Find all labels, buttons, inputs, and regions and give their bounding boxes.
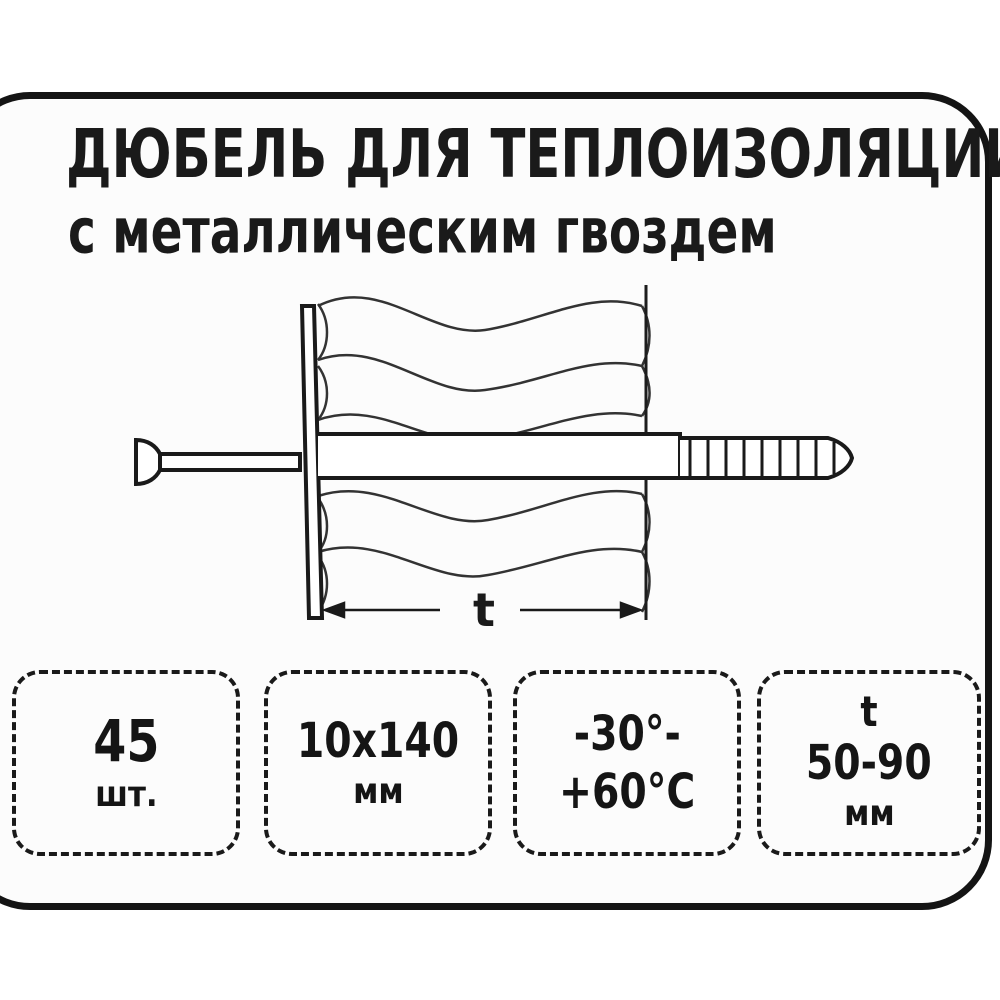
size-value: 10x140 — [296, 713, 460, 769]
quantity-unit: шт. — [94, 774, 158, 815]
insulation-thickness-spec: t 50-90 мм — [757, 670, 981, 856]
dowel-shank — [318, 432, 855, 480]
size-spec: 10x140 мм — [264, 670, 492, 856]
temperature-min: -30°- — [573, 706, 681, 762]
dimension-label: t — [473, 583, 495, 637]
dowel-ribs — [688, 438, 836, 478]
thickness-label: t — [860, 687, 878, 736]
quantity-spec: 45 шт. — [12, 670, 240, 856]
thickness-unit: мм — [843, 793, 895, 834]
temperature-spec: -30°- +60°C — [513, 670, 741, 856]
quantity-value: 45 — [92, 707, 160, 775]
washer-plate — [299, 304, 325, 620]
dimension-line — [321, 601, 644, 619]
product-title-line-2: с металлическим гвоздем — [68, 194, 777, 268]
temperature-max: +60°C — [558, 764, 696, 820]
thickness-value: 50-90 — [806, 735, 932, 791]
nail — [134, 437, 302, 487]
product-title-line-1: ДЮБЕЛЬ ДЛЯ ТЕПЛОИЗОЛЯЦИИ — [66, 116, 1000, 194]
label-frame — [0, 92, 992, 910]
size-unit: мм — [352, 771, 404, 812]
